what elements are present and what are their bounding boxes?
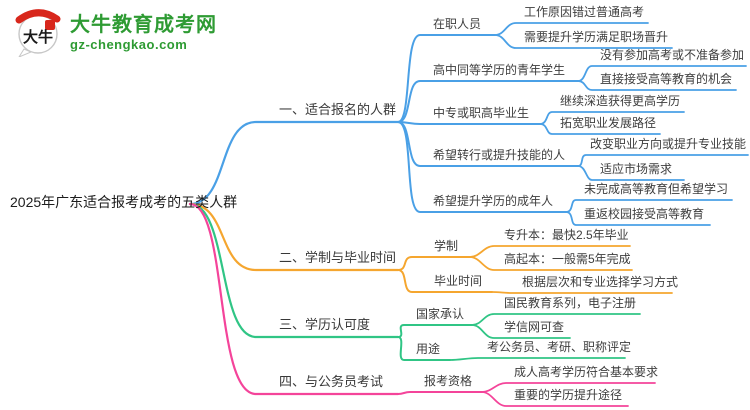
branch-2-child-2: 毕业时间 <box>434 274 483 288</box>
branch-1-child-4-leaf-2: 适应市场需求 <box>600 162 673 176</box>
branch-2-child-1: 学制 <box>434 239 459 253</box>
branch-4-child-1-leaf-1: 成人高考学历符合基本要求 <box>514 365 659 379</box>
branch-3-label: 三、学历认可度 <box>279 317 371 332</box>
branch-3-lines <box>188 202 641 361</box>
branch-3-child-2: 用途 <box>416 342 441 356</box>
branch-1-child-2: 高中同等学历的青年学生 <box>433 63 566 77</box>
branch-1-child-1: 在职人员 <box>433 17 482 31</box>
branch-2-child-2-leaf-1: 根据层次和专业选择学习方式 <box>522 275 679 289</box>
branch-1-child-2-leaf-2: 直接接受高等教育的机会 <box>600 72 733 86</box>
branch-2-lines <box>188 202 673 294</box>
branch-1-child-3-leaf-1: 继续深造获得更高学历 <box>560 94 681 108</box>
branch-4-child-1: 报考资格 <box>424 374 473 388</box>
branch-1-child-5-leaf-2: 重返校园接受高等教育 <box>584 207 705 221</box>
logo-text: 大牛教育成考网 gz-chengkao.com <box>70 13 217 52</box>
branch-1-child-4-leaf-1: 改变职业方向或提升专业技能 <box>590 137 747 151</box>
branch-3-child-1-leaf-1: 国民教育系列，电子注册 <box>504 296 637 310</box>
branch-1-child-5-leaf-1: 未完成高等教育但希望学习 <box>584 182 729 196</box>
branch-1-child-1-leaf-2: 需要提升学历满足职场晋升 <box>524 30 669 44</box>
branch-2-child-1-leaf-2: 高起本：一般需5年完成 <box>504 252 631 266</box>
branch-4-label: 四、与公务员考试 <box>279 374 384 389</box>
branch-1-child-1-leaf-1: 工作原因错过普通高考 <box>524 5 645 19</box>
branch-2-child-1-leaf-1: 专升本：最快2.5年毕业 <box>504 228 629 242</box>
branch-1-label: 一、适合报名的人群 <box>279 102 397 117</box>
branch-3-child-2-leaf-1: 考公务员、考研、职称评定 <box>487 340 632 354</box>
logo-title: 大牛教育成考网 <box>70 13 217 36</box>
branch-1-child-2-leaf-1: 没有参加高考或不准备参加 <box>600 48 745 62</box>
branch-3-child-1-leaf-2: 学信网可查 <box>504 320 565 334</box>
branch-2-label: 二、学制与毕业时间 <box>279 250 397 265</box>
site-logo: 大牛 大牛教育成考网 gz-chengkao.com <box>13 7 217 59</box>
branch-1-child-3: 中专或职高毕业生 <box>433 106 530 120</box>
logo-icon-text: 大牛 <box>23 28 53 46</box>
logo-domain: gz-chengkao.com <box>70 36 188 52</box>
branch-1-lines <box>188 22 749 226</box>
branch-4-lines <box>188 202 656 407</box>
logo-bubble-icon: 大牛 <box>13 7 63 59</box>
branch-4-child-1-leaf-2: 重要的学历提升途径 <box>514 388 623 402</box>
branch-1-child-5: 希望提升学历的成年人 <box>433 194 554 208</box>
branch-3-child-1: 国家承认 <box>416 307 465 321</box>
branch-1-child-4: 希望转行或提升技能的人 <box>433 148 566 162</box>
branch-1-child-3-leaf-2: 拓宽职业发展路径 <box>560 116 657 130</box>
root-topic: 2025年广东适合报考成考的五类人群 <box>10 194 238 210</box>
